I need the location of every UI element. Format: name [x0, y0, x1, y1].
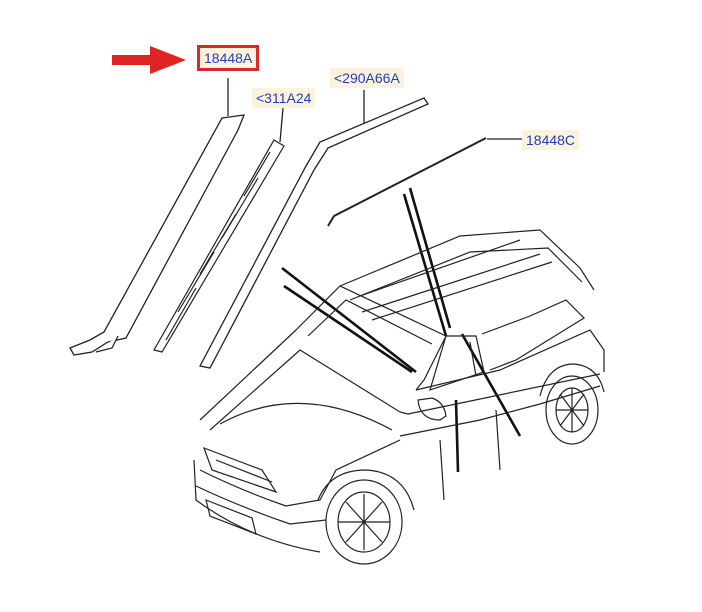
- callout-part-c[interactable]: <290A66A: [330, 68, 404, 88]
- arrow-right-icon: [112, 46, 186, 74]
- seal-strip-part: [153, 139, 285, 353]
- callout-part-b[interactable]: <311A24: [252, 88, 316, 108]
- callout-part-d[interactable]: 18448C: [522, 130, 580, 150]
- thin-strip-part: [327, 137, 487, 227]
- callout-part-a[interactable]: 18448A: [196, 45, 260, 71]
- car-illustration: [193, 229, 605, 565]
- drip-moulding-part: [199, 97, 429, 369]
- leader-lines: [227, 78, 522, 143]
- reference-lines: [281, 187, 522, 473]
- pillar-trim-part: [69, 114, 246, 356]
